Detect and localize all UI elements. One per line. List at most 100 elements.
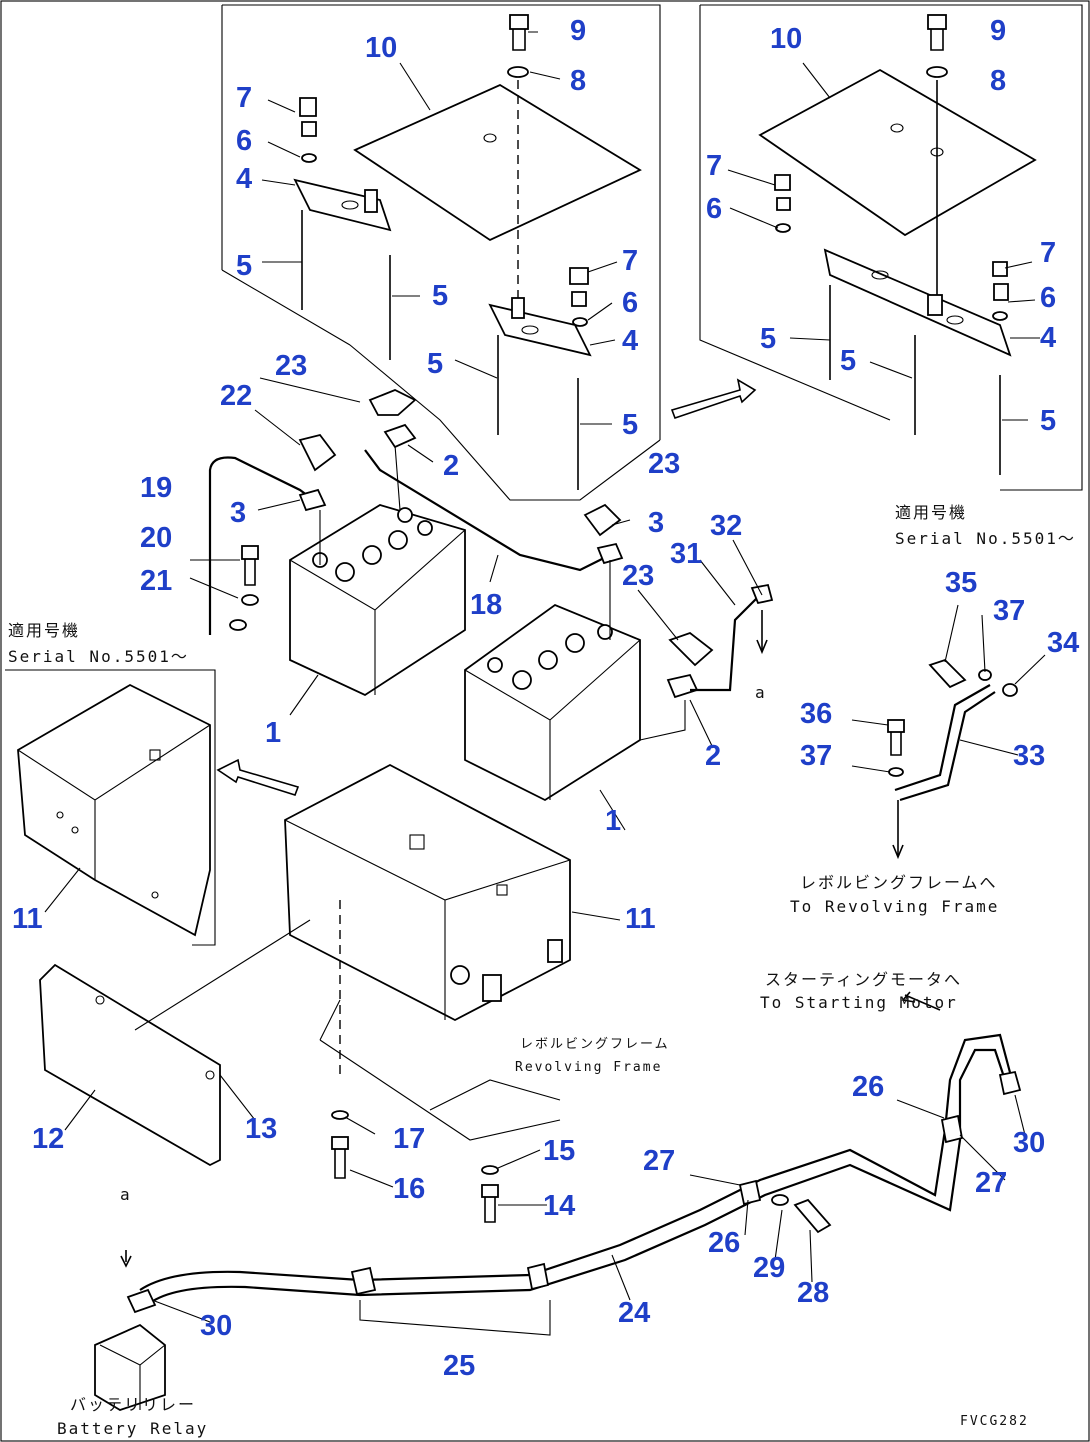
- washer-8-icon: [507, 66, 529, 78]
- bolt-16-icon: [331, 1136, 349, 1150]
- battery-tray: [284, 763, 571, 1022]
- washer-21-icon: [241, 594, 259, 606]
- leader-lines: [44, 31, 1046, 1323]
- callout-4: 4: [1040, 322, 1056, 354]
- callout-23: 23: [648, 448, 680, 480]
- battery-left: [289, 504, 466, 697]
- bolt-9-icon: [509, 14, 529, 51]
- callout-32: 32: [710, 510, 742, 542]
- connector-23c-icon: [668, 631, 714, 667]
- callout-5: 5: [622, 409, 638, 441]
- annotations: 適用号機 Serial No.5501～ 適用号機 Serial No.5501…: [8, 503, 1076, 1438]
- clamp-26b-icon: [940, 1114, 964, 1144]
- bolt-28-icon: [793, 1198, 832, 1234]
- drawing-code: FVCG282: [960, 1414, 1029, 1429]
- tray-variant-panel: [5, 669, 216, 946]
- cable-18: [364, 449, 611, 572]
- callout-11: 11: [12, 903, 43, 935]
- callout-3: 3: [230, 497, 246, 529]
- bolt-35-icon: [928, 658, 967, 689]
- callout-7: 7: [1040, 237, 1056, 269]
- frame-note-en: Revolving Frame: [515, 1060, 662, 1075]
- revolving-note-en: To Revolving Frame: [790, 897, 999, 916]
- cable-33: [894, 684, 991, 792]
- terminal-3a-icon: [298, 488, 327, 512]
- cap-30b-icon: [998, 1070, 1022, 1096]
- callout-24: 24: [618, 1297, 650, 1329]
- connector-23b-icon: [583, 503, 622, 537]
- callout-17: 17: [393, 1123, 425, 1155]
- connector-23a-icon: [368, 389, 417, 416]
- callout-11: 11: [625, 903, 656, 935]
- callout-5: 5: [840, 345, 856, 377]
- callout-4: 4: [622, 325, 638, 357]
- callout-10: 10: [365, 32, 397, 64]
- callout-37: 37: [800, 740, 832, 772]
- relay-note-jp: バッテリリレー: [70, 1395, 196, 1414]
- view-a-top: a: [755, 683, 767, 702]
- callout-33: 33: [1013, 740, 1045, 772]
- callout-6: 6: [236, 125, 252, 157]
- callout-5: 5: [432, 280, 448, 312]
- serial-variant-panel: [699, 4, 1083, 491]
- revolving-note-jp: レボルビングフレームへ: [800, 873, 998, 892]
- callout-2: 2: [705, 740, 721, 772]
- callout-25: 25: [443, 1350, 475, 1382]
- callout-27: 27: [975, 1167, 1007, 1199]
- nut-34-icon: [1002, 683, 1018, 697]
- callout-34: 34: [1047, 627, 1079, 659]
- bolt-20-icon: [241, 545, 259, 560]
- cap-30a-icon: [126, 1288, 157, 1314]
- callout-5: 5: [760, 323, 776, 355]
- callout-22: 22: [220, 380, 252, 412]
- callout-6: 6: [622, 287, 638, 319]
- serial-note-jp-right: 適用号機: [895, 503, 967, 522]
- cable-31: [690, 594, 761, 692]
- callout-26: 26: [708, 1227, 740, 1259]
- starting-note-jp: スターティングモータへ: [765, 970, 962, 989]
- callout-9: 9: [570, 15, 586, 47]
- callout-18: 18: [470, 589, 502, 621]
- callout-5: 5: [427, 348, 443, 380]
- callout-36: 36: [800, 698, 832, 730]
- transition-arrow-icon: [670, 378, 757, 420]
- callout-7: 7: [706, 150, 722, 182]
- serial-note-en-right: Serial No.5501～: [895, 529, 1076, 548]
- serial-note-en-left: Serial No.5501～: [8, 647, 189, 666]
- terminal-2a-icon: [383, 423, 417, 449]
- serial-note-jp-left: 適用号機: [8, 621, 80, 640]
- connector-22-icon: [298, 433, 337, 472]
- battery-relay-icon: [94, 1323, 166, 1411]
- starting-note-en: To Starting Motor: [760, 993, 958, 1012]
- callout-3: 3: [648, 507, 664, 539]
- callout-28: 28: [797, 1277, 829, 1309]
- callout-26: 26: [852, 1071, 884, 1103]
- callout-30: 30: [1013, 1127, 1045, 1159]
- washer-29-icon: [771, 1194, 789, 1206]
- callout-7: 7: [236, 82, 252, 114]
- callout-12: 12: [32, 1123, 64, 1155]
- callout-19: 19: [140, 472, 172, 504]
- terminal-3b-icon: [596, 542, 624, 565]
- callout-9: 9: [990, 15, 1006, 47]
- cable-19: [208, 456, 321, 635]
- tray-arrow-icon: [216, 758, 300, 796]
- callout-1: 1: [265, 717, 281, 749]
- callout-5: 5: [1040, 405, 1056, 437]
- callout-1: 1: [605, 805, 621, 837]
- callout-31: 31: [670, 538, 702, 570]
- callout-35: 35: [945, 567, 977, 599]
- clip-right-icon: [526, 1262, 550, 1291]
- bracket-right: [488, 303, 592, 357]
- side-bracket: [39, 963, 221, 1167]
- callout-20: 20: [140, 522, 172, 554]
- terminal-2b-icon: [666, 673, 699, 699]
- clip-left-icon: [350, 1266, 377, 1296]
- callout-6: 6: [1040, 282, 1056, 314]
- callout-2: 2: [443, 450, 459, 482]
- callout-5: 5: [236, 250, 252, 282]
- callout-15: 15: [543, 1135, 575, 1167]
- view-a-bottom: a: [120, 1185, 132, 1204]
